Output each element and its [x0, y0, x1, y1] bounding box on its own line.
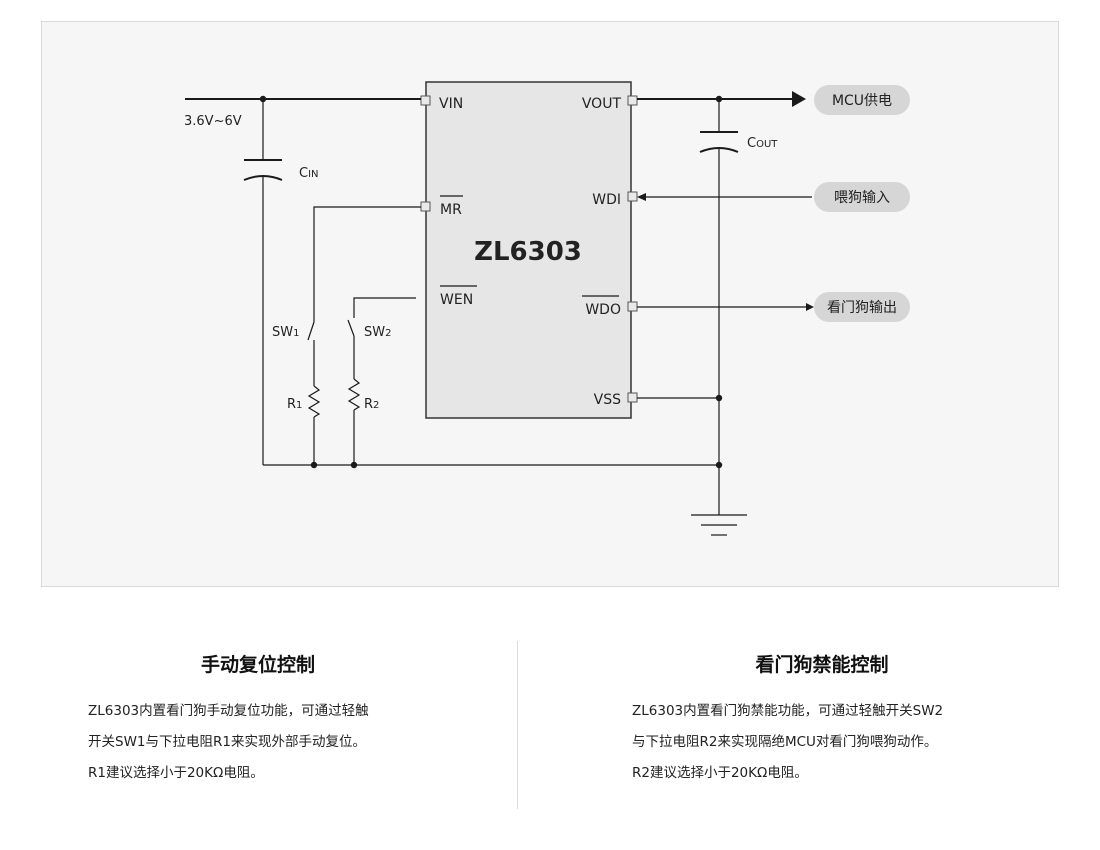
pin-wdo-box	[627, 301, 638, 312]
r2-sub: 2	[373, 400, 379, 411]
sw1-sub: 1	[293, 328, 299, 339]
sw1-label: SW1	[272, 325, 299, 340]
circuit-schematic: ZL6303 VIN MR WEN VOUT WDI WDO VSS 3.6V~…	[184, 81, 910, 536]
watchdog-output-tag	[814, 292, 910, 322]
sw2-sub: 2	[385, 328, 391, 339]
manual-reset-section: 手动复位控制 ZL6303内置看门狗手动复位功能，可通过轻触 开关SW1与下拉电…	[88, 640, 428, 810]
sw2-blade	[347, 319, 355, 337]
feed-dog-input-tag-label: 喂狗输入	[834, 190, 890, 206]
sw2-main: SW	[364, 325, 385, 340]
cin-label: CIN	[299, 166, 319, 181]
manual-reset-line-1: ZL6303内置看门狗手动复位功能，可通过轻触	[88, 703, 369, 719]
pin-vout-label: VOUT	[582, 96, 622, 112]
wdo-arrow	[806, 303, 814, 311]
r1-sub: 1	[296, 400, 302, 411]
r2-label: R2	[364, 397, 379, 412]
pin-vin-box	[420, 95, 431, 106]
vout-arrow	[792, 91, 806, 107]
pin-wen-label: WEN	[440, 292, 473, 308]
chip-body	[425, 81, 632, 419]
sw2-label: SW2	[364, 325, 391, 340]
watchdog-disable-line-2: 与下拉电阻R2来实现隔绝MCU对看门狗喂狗动作。	[632, 734, 938, 750]
r1-resistor	[307, 385, 321, 418]
ground-junction-r1	[310, 461, 318, 469]
pin-wdo-label: WDO	[585, 302, 621, 318]
cout-main: C	[747, 136, 756, 151]
wen-wire	[353, 297, 416, 318]
cout-label: COUT	[747, 136, 778, 151]
mcu-power-tag-label: MCU供电	[832, 93, 892, 109]
wdi-arrow	[637, 193, 646, 201]
sw1-main: SW	[272, 325, 293, 340]
r1-main: R	[287, 397, 296, 412]
watchdog-disable-title: 看门狗禁能控制	[755, 654, 889, 676]
manual-reset-title: 手动复位控制	[200, 654, 315, 676]
mcu-power-tag	[814, 85, 910, 115]
sw1-blade	[307, 321, 315, 341]
watchdog-output-tag-label: 看门狗输出	[827, 300, 897, 316]
pin-mr-box	[420, 201, 431, 212]
pin-wdi-label: WDI	[592, 192, 621, 208]
pin-vout-box	[627, 95, 638, 106]
mr-wire	[313, 206, 421, 322]
r2-resistor	[347, 378, 361, 411]
pin-mr-label: MR	[440, 202, 462, 218]
column-divider	[517, 641, 518, 809]
pin-vin-label: VIN	[439, 96, 463, 112]
r2-main: R	[364, 397, 373, 412]
description-sections: 手动复位控制 ZL6303内置看门狗手动复位功能，可通过轻触 开关SW1与下拉电…	[0, 640, 1100, 810]
manual-reset-line-2: 开关SW1与下拉电阻R1来实现外部手动复位。	[88, 734, 366, 750]
pin-wdi-box	[627, 191, 638, 202]
cin-sub: IN	[308, 169, 318, 180]
ground-junction-r2	[350, 461, 358, 469]
manual-reset-text: ZL6303内置看门狗手动复位功能，可通过轻触 开关SW1与下拉电阻R1来实现外…	[88, 696, 369, 789]
schematic-panel: ZL6303 VIN MR WEN VOUT WDI WDO VSS 3.6V~…	[41, 21, 1059, 587]
input-voltage-label: 3.6V~6V	[184, 114, 242, 129]
pin-vss-box	[627, 392, 638, 403]
manual-reset-line-3: R1建议选择小于20KΩ电阻。	[88, 765, 264, 781]
chip-name: ZL6303	[474, 237, 582, 267]
watchdog-disable-line-1: ZL6303内置看门狗禁能功能，可通过轻触开关SW2	[632, 703, 944, 719]
vss-junction	[715, 394, 723, 402]
r1-label: R1	[287, 397, 302, 412]
cout-sub: OUT	[756, 139, 778, 150]
watchdog-disable-line-3: R2建议选择小于20KΩ电阻。	[632, 765, 808, 781]
cin-main: C	[299, 166, 308, 181]
watchdog-disable-section: 看门狗禁能控制 ZL6303内置看门狗禁能功能，可通过轻触开关SW2 与下拉电阻…	[632, 640, 1012, 810]
feed-dog-input-tag	[814, 182, 910, 212]
watchdog-disable-text: ZL6303内置看门狗禁能功能，可通过轻触开关SW2 与下拉电阻R2来实现隔绝M…	[632, 696, 943, 789]
pin-vss-label: VSS	[594, 392, 621, 408]
